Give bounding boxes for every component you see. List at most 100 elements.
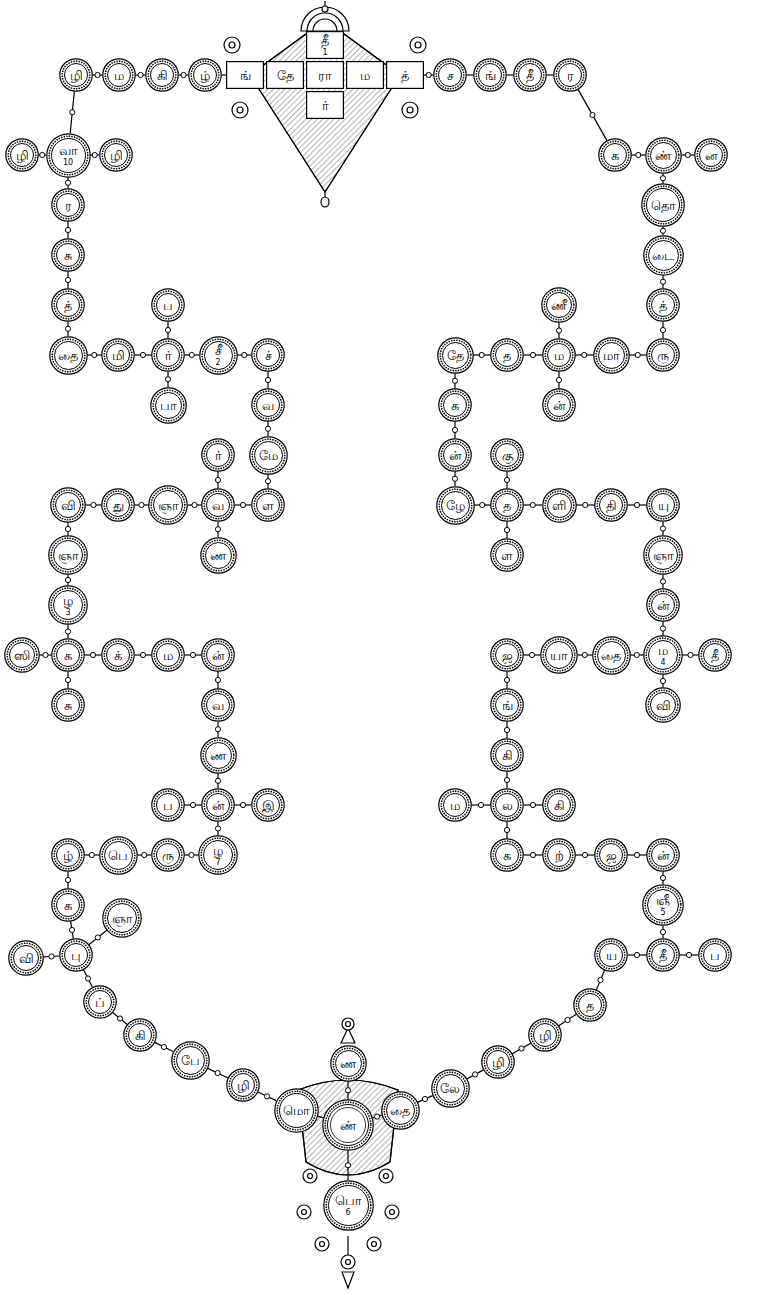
- link-bead: [422, 1096, 427, 1101]
- letter-stack: தே: [447, 348, 464, 363]
- letter-stack: ப: [163, 798, 173, 813]
- letter-stack: க: [611, 148, 619, 163]
- small-ornament: [232, 102, 248, 118]
- tamil-letter: ஞா: [58, 548, 79, 563]
- link-bead: [660, 526, 665, 531]
- link-bead: [472, 1072, 477, 1077]
- chain-link: [207, 1068, 228, 1078]
- chain-link: [222, 74, 227, 75]
- link-bead: [165, 327, 170, 332]
- letter-stack: ணீ: [551, 298, 567, 313]
- pendant-knob: [321, 197, 329, 207]
- link-bead: [95, 935, 100, 940]
- link-bead: [95, 72, 100, 77]
- letter-circle: கு: [490, 438, 524, 472]
- link-bead: [634, 952, 639, 957]
- tamil-letter: வி: [19, 951, 34, 966]
- letter-stack: ர்: [322, 98, 329, 113]
- letter-circle: தை: [381, 1091, 420, 1130]
- letter-circle: ஞா: [48, 535, 88, 575]
- letter-circle: க: [438, 388, 472, 422]
- letter-circle: ச: [433, 58, 467, 92]
- link-bead: [92, 352, 97, 357]
- letter-cell: த்: [386, 61, 424, 89]
- letter-stack: தி: [606, 498, 617, 513]
- letter-stack: ய: [606, 948, 617, 963]
- link-bead: [65, 277, 70, 282]
- letter-circle: ப: [698, 938, 732, 972]
- letter-stack: ஸி: [14, 648, 30, 663]
- letter-stack: ழ3: [63, 593, 73, 617]
- tamil-letter: ற்: [555, 848, 564, 863]
- link-bead: [264, 1094, 269, 1099]
- letter-circle: ழி: [528, 1018, 562, 1052]
- letter-circle: தொ: [641, 183, 685, 227]
- chain-link: [578, 89, 607, 140]
- tamil-letter: ங்: [240, 68, 251, 83]
- letter-stack: வா10: [59, 143, 78, 167]
- tamil-letter: ழி: [110, 148, 123, 163]
- link-bead: [49, 954, 54, 959]
- subscript-number: 4: [660, 658, 665, 667]
- link-bead: [590, 112, 595, 117]
- pendant-arch: [313, 19, 337, 31]
- letter-circle: வா10: [46, 133, 91, 178]
- link-bead: [634, 852, 639, 857]
- letter-stack: பே: [181, 1053, 200, 1068]
- letter-stack: ழி: [492, 1055, 505, 1070]
- tamil-letter: க: [64, 898, 72, 913]
- link-bead: [165, 377, 170, 382]
- tamil-letter: தை: [58, 348, 78, 363]
- tamil-letter: ஞா: [653, 548, 674, 563]
- letter-circle: க: [51, 888, 85, 922]
- tamil-letter: ப: [163, 298, 173, 313]
- letter-circle: ர்: [151, 338, 185, 372]
- letter-circle: ண: [200, 537, 237, 574]
- letter-stack: ன்: [553, 398, 566, 413]
- link-bead: [529, 652, 534, 657]
- link-bead: [582, 852, 587, 857]
- link-bead: [215, 826, 220, 831]
- link-bead: [140, 352, 145, 357]
- link-bead: [92, 152, 97, 157]
- letter-circle: ழ்: [188, 58, 222, 92]
- tamil-letter: ள: [262, 498, 274, 513]
- letter-circle: த: [490, 488, 524, 522]
- pendant-arch: [307, 13, 343, 31]
- link-bead: [504, 777, 509, 782]
- tamil-letter: ழ்: [200, 68, 210, 83]
- tamil-letter: த்: [659, 298, 667, 313]
- letter-circle: க: [490, 838, 524, 872]
- tamil-letter: வி: [656, 698, 671, 713]
- letter-circle: ன்: [201, 788, 235, 822]
- link-bead: [504, 727, 509, 732]
- tamil-letter: ண்: [655, 148, 672, 163]
- tamil-letter: கு: [502, 448, 513, 463]
- chain-link: [89, 930, 107, 944]
- letter-stack: த: [586, 998, 594, 1013]
- letter-stack: ழ7: [213, 843, 223, 867]
- letter-circle: ப்: [83, 985, 117, 1019]
- tamil-letter: டை: [652, 248, 674, 263]
- tamil-letter: த: [503, 348, 511, 363]
- letter-circle: ழி: [481, 1045, 515, 1079]
- link-bead: [660, 228, 665, 233]
- chain-link: [84, 970, 93, 988]
- link-bead: [634, 502, 639, 507]
- tamil-letter: ஜ: [606, 848, 617, 863]
- letter-stack: து: [113, 498, 124, 513]
- tamil-letter: ஜ: [502, 648, 513, 663]
- tamil-letter: யா: [550, 648, 568, 663]
- letter-circle: ஜ: [594, 838, 628, 872]
- tamil-letter: வ: [212, 498, 224, 513]
- tamil-letter: ப்: [95, 995, 105, 1010]
- tamil-letter: வா: [59, 143, 78, 158]
- tamil-letter: ப: [163, 798, 173, 813]
- link-bead: [215, 527, 220, 532]
- letter-stack: வ: [212, 498, 224, 513]
- letter-circle: கி: [145, 58, 179, 92]
- chain-link: [547, 74, 554, 75]
- link-bead: [65, 677, 70, 682]
- letter-circle: ள: [490, 538, 524, 572]
- letter-cell: தே: [266, 61, 304, 89]
